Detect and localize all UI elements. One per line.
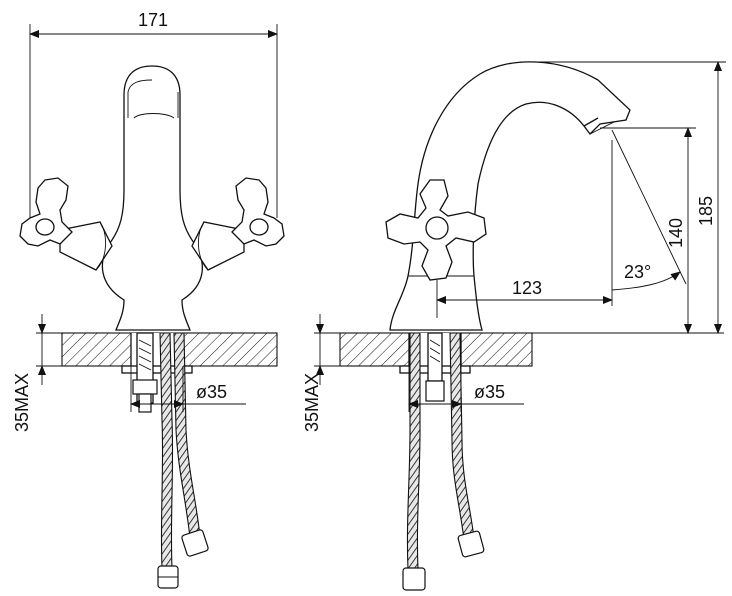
dim-hole-diameter-side: ø35 — [408, 366, 524, 412]
overall-height-label: 185 — [696, 196, 716, 226]
cross-handle-side — [385, 179, 487, 281]
dim-overall-width: 171 — [29, 10, 278, 218]
dim-spout-reach: 123 — [436, 140, 613, 318]
dim-outlet-height: 140 — [532, 127, 724, 334]
dim-max-deck-front: 35MAX — [12, 314, 62, 432]
max-deck-side-label: 35MAX — [302, 373, 322, 432]
max-deck-front-label: 35MAX — [12, 373, 32, 432]
hose-nut-front-2 — [181, 529, 209, 557]
spout-angle-label: 23° — [624, 262, 651, 282]
hose-left-front — [159, 332, 174, 569]
front-view — [19, 65, 285, 589]
overall-width-label: 171 — [138, 10, 168, 30]
spout-reach-label: 123 — [512, 278, 542, 298]
left-handle-stem-front — [59, 221, 113, 271]
faucet-body-front — [101, 65, 203, 331]
hose-nut-side-1 — [402, 567, 426, 591]
dim-overall-height: 185 — [520, 61, 726, 334]
right-cross-handle-front — [231, 177, 285, 247]
hole-diameter-front-label: ø35 — [196, 382, 227, 402]
dim-spout-angle: 23° — [611, 129, 687, 291]
right-handle-stem-front — [191, 221, 245, 271]
hose-nut-side-2 — [457, 530, 485, 558]
outlet-height-label: 140 — [666, 218, 686, 248]
hole-diameter-side-label: ø35 — [474, 382, 505, 402]
side-view — [339, 61, 631, 591]
left-cross-handle-front — [19, 177, 73, 247]
dim-hole-diameter-front: ø35 — [130, 366, 246, 412]
dim-max-deck-side: 35MAX — [302, 314, 340, 432]
